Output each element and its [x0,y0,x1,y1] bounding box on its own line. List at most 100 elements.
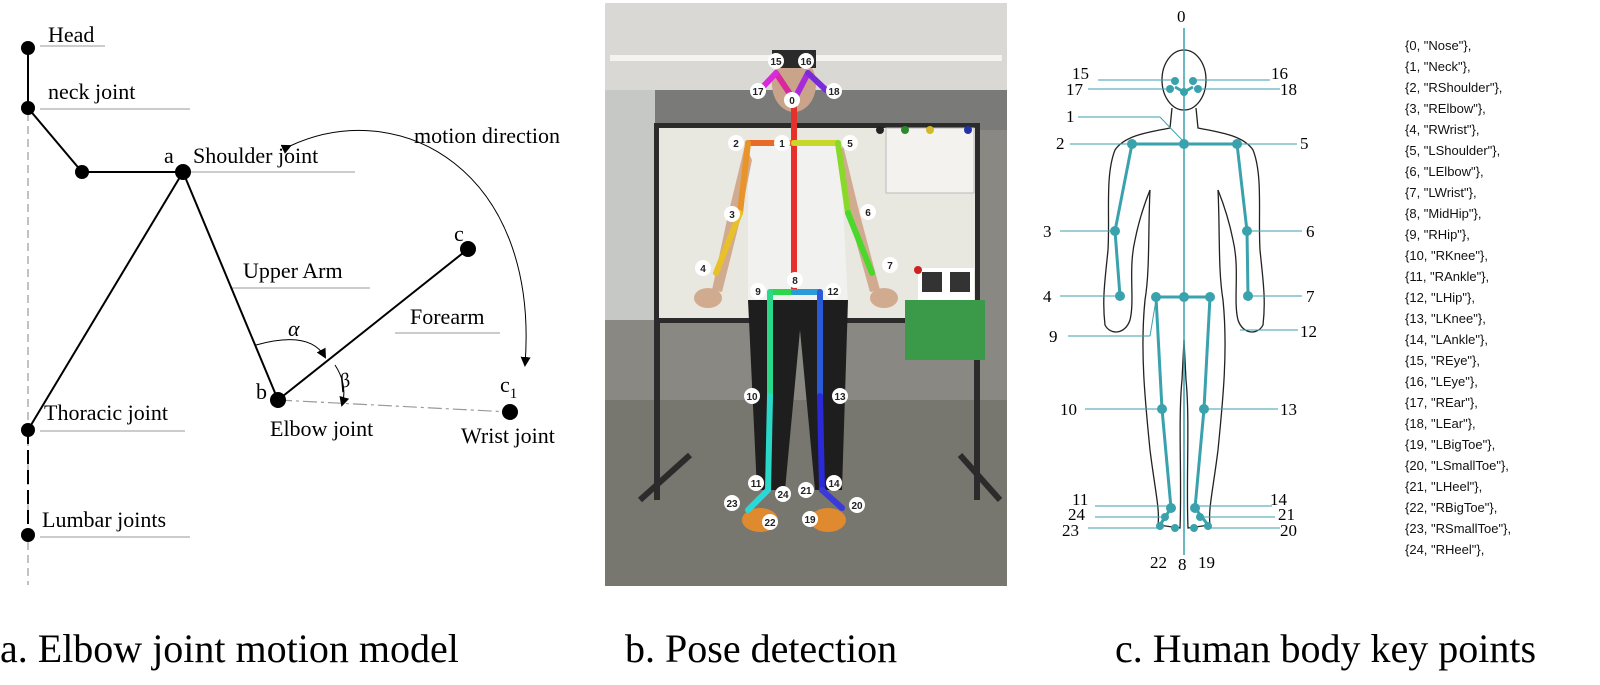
badge-19: 19 [802,511,818,527]
forearm-label: Forearm [410,304,485,329]
kp-label-15: 15 [1072,64,1089,83]
badge-9: 9 [750,283,766,299]
kp-label-1: 1 [1066,107,1075,126]
beta-arc [334,364,350,407]
kp-list-2: {2, "RShoulder"}, [1405,80,1502,95]
limb-lknee-lankle [817,393,825,493]
outline-left-torso-arm [1103,107,1173,333]
svg-text:5: 5 [847,139,853,150]
keypoint-number-labels: 0 15 16 17 18 1 2 5 3 6 4 7 9 12 10 13 1… [1043,7,1317,574]
stand-foot-right [957,453,1003,502]
kp-list-5: {5, "LShoulder"}, [1405,143,1500,158]
badge-8: 8 [787,272,803,288]
pose-skeleton-overlay [713,70,875,513]
badge-2: 2 [728,135,744,151]
magnet-1 [876,126,884,134]
kp-label-17: 17 [1066,80,1084,99]
svg-text:2: 2 [733,139,739,150]
limb-lankle-ltoe [819,487,845,511]
svg-text:4: 4 [700,264,706,275]
limb-lelbow-lwrist [845,210,875,276]
badge-1: 1 [774,135,790,151]
magnet-3 [926,126,934,134]
badge-11: 11 [748,475,764,491]
kp-list-1: {1, "Neck"}, [1405,59,1471,74]
svg-text:24: 24 [777,490,789,501]
shoulder-joint-dot [175,164,191,180]
motion-direction-arc [280,130,531,367]
person-head [772,56,816,112]
kp-label-14: 14 [1270,490,1288,509]
svg-text:20: 20 [851,501,863,512]
clavicle-joint-dot [75,165,89,179]
svg-text:11: 11 [751,479,762,490]
elbow-joint-dot [270,392,286,408]
svg-text:16: 16 [800,57,812,68]
head-label: Head [48,22,94,47]
badge-0: 0 [784,92,800,108]
kp-label-21: 21 [1278,505,1295,524]
kp-label-24: 24 [1068,505,1086,524]
keypoint-name-list: {0, "Nose"}, {1, "Neck"}, {2, "RShoulder… [1405,38,1511,557]
kp-label-5: 5 [1300,134,1309,153]
kp-list-13: {13, "LKnee"}, [1405,311,1486,326]
kp-label-4: 4 [1043,287,1052,306]
kp-label-0: 0 [1177,7,1186,26]
person-left-hand [870,288,898,308]
person-right-hand [694,288,722,308]
kp-list-8: {8, "MidHip"}, [1405,206,1481,221]
kp-list-9: {9, "RHip"}, [1405,227,1470,242]
kp-list-0: {0, "Nose"}, [1405,38,1471,53]
kp-label-8: 8 [1178,555,1187,574]
svg-text:0: 0 [789,96,795,107]
kp-list-7: {7, "LWrist"}, [1405,185,1477,200]
c1-letter: c1 [500,372,517,402]
neck-to-shoulder-link [27,107,183,173]
alpha-arc [255,339,326,359]
svg-text:19: 19 [804,515,816,526]
svg-text:12: 12 [827,287,839,298]
caption-a: a. Elbow joint motion model [0,626,459,671]
outline-right-leg [1183,189,1226,529]
kp-list-18: {18, "LEar"}, [1405,416,1476,431]
shoulder-label: Shoulder joint [193,143,318,168]
badge-21: 21 [798,482,814,498]
kp-list-22: {22, "RBigToe"}, [1405,500,1497,515]
kp-label-16: 16 [1271,64,1288,83]
leader-lines [1060,79,1302,529]
limb-rshoulder-relbow [737,140,751,216]
svg-text:10: 10 [746,392,758,403]
board-papers [885,127,975,194]
svg-text:22: 22 [764,518,776,529]
limb-relbow-rwrist [713,210,743,276]
head-joint-dot [21,41,35,55]
kp-label-22: 22 [1150,553,1167,572]
kp-list-11: {11, "RAnkle"}, [1405,269,1489,284]
limb-lshoulder-lelbow [835,140,851,216]
green-cloth [905,300,985,360]
kp-list-6: {6, "LElbow"}, [1405,164,1484,179]
badge-5: 5 [842,135,858,151]
kp-list-21: {21, "LHeel"}, [1405,479,1482,494]
kp-label-3: 3 [1043,222,1052,241]
elbow-label: Elbow joint [270,416,373,441]
keypoint-badges: 15 16 17 0 18 2 1 5 3 6 4 7 8 9 12 10 13… [695,53,898,530]
person-tank-top [748,140,848,305]
lumbar-joint-dot [21,528,35,542]
panel-b-pose-photo: 15 16 17 0 18 2 1 5 3 6 4 7 8 9 12 10 13… [605,3,1007,586]
svg-text:8: 8 [792,276,798,287]
kp-label-7: 7 [1306,287,1315,306]
svg-text:17: 17 [752,87,764,98]
left-window [605,90,655,320]
svg-text:23: 23 [726,499,738,510]
kp-label-12: 12 [1300,322,1317,341]
svg-text:1: 1 [779,139,785,150]
body-skeleton [1113,85,1250,526]
outline-right-torso-arm [1195,107,1265,333]
kp-label-19: 19 [1198,553,1215,572]
kp-list-15: {15, "REye"}, [1405,353,1480,368]
kp-label-18: 18 [1280,80,1297,99]
panel-a-elbow-model: Head neck joint a Shoulder joint motion … [21,22,560,585]
beta-symbol: β [336,369,352,393]
kp-list-20: {20, "LSmallToe"}, [1405,458,1509,473]
